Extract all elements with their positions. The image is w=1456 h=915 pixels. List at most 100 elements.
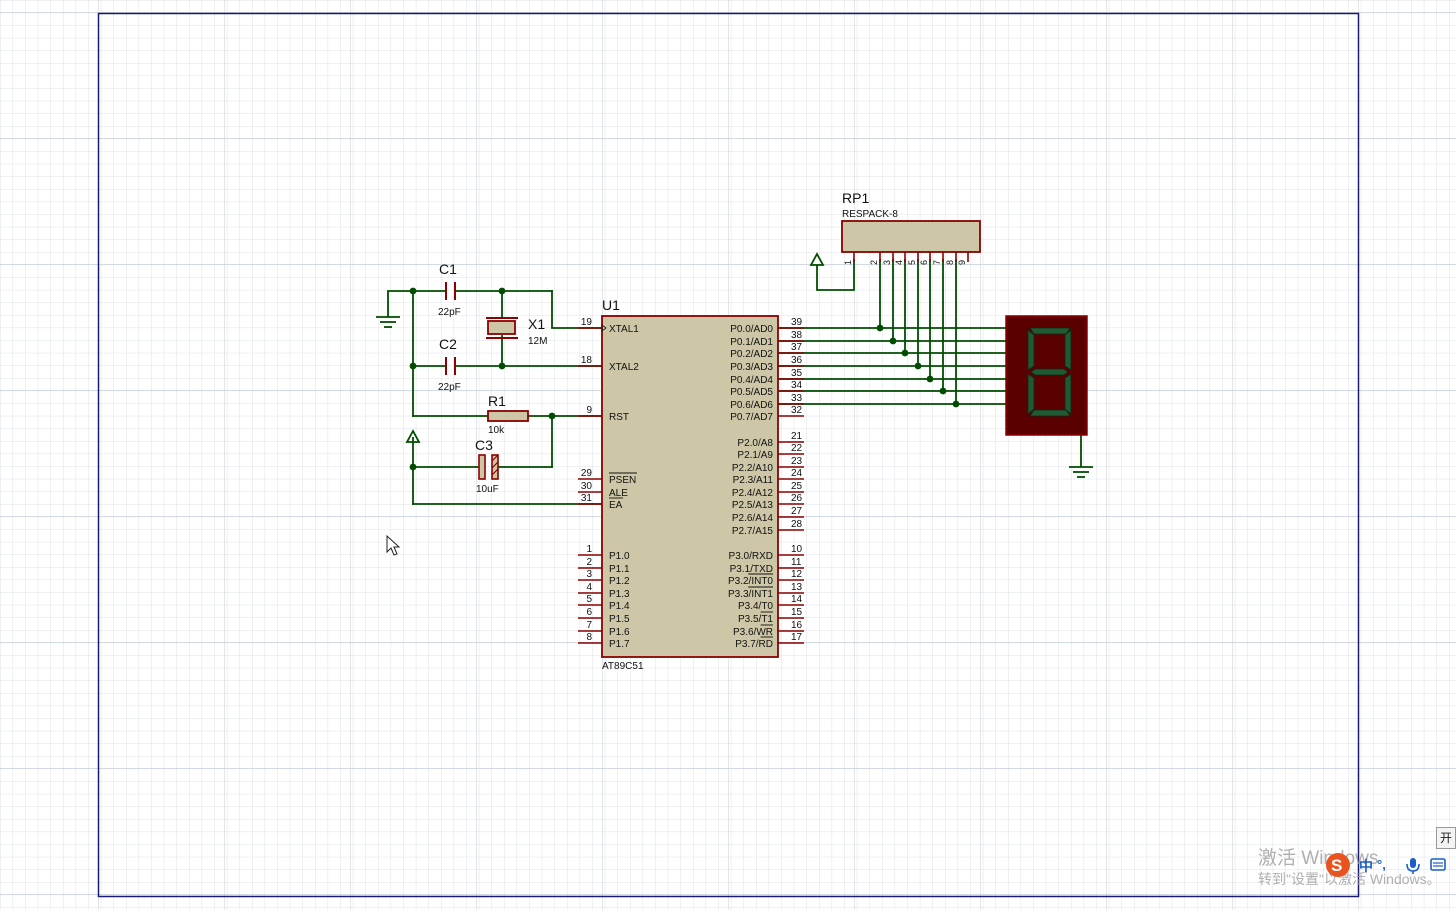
pin-number: 34	[791, 380, 803, 391]
u1-pin-p1-2[interactable]: 3P1.2	[578, 569, 630, 587]
pin-number: 5	[586, 594, 592, 605]
rp1-pin-7[interactable]: 7	[932, 252, 944, 265]
pin-number: 31	[581, 493, 593, 504]
pin-number: 5	[907, 260, 917, 265]
u1-pin-p1-3[interactable]: 4P1.3	[578, 582, 630, 600]
ime-language-label[interactable]: 中	[1359, 858, 1373, 874]
u1-pin-p1-1[interactable]: 2P1.1	[578, 557, 630, 575]
pin-number: 22	[791, 443, 803, 454]
rp1-pin-8[interactable]: 8	[945, 252, 957, 265]
ground-icon	[1069, 466, 1093, 478]
taskbar-corner-button[interactable]: 开	[1436, 827, 1456, 849]
pin-name: P3.0/RXD	[729, 551, 773, 562]
crystal-x1[interactable]: X1 12M	[486, 316, 547, 347]
pin-number: 24	[791, 468, 803, 479]
pin-name: P2.1/A9	[737, 450, 773, 461]
mouse-cursor-icon	[386, 534, 401, 556]
pin-number: 1	[843, 260, 853, 265]
rp1-pin-3[interactable]: 3	[882, 252, 894, 265]
sogou-logo-icon	[1326, 853, 1350, 877]
pin-number: 37	[791, 342, 803, 353]
u1-pin-p1-6[interactable]: 7P1.6	[578, 620, 630, 638]
resistor-r1[interactable]: R1 10k	[487, 393, 529, 436]
rp1-pin-1[interactable]: 1	[843, 252, 855, 265]
rp1-ref: RP1	[842, 190, 869, 206]
u1-pin-p1-0[interactable]: 1P1.0	[578, 544, 630, 562]
power-arrow-icon	[405, 429, 421, 443]
pin-number: 33	[791, 393, 803, 404]
pin-number: 7	[586, 620, 592, 631]
c2-ref: C2	[439, 336, 457, 352]
pin-number: 9	[586, 405, 592, 416]
capacitor-c2[interactable]: C2 22pF	[438, 336, 461, 393]
u1-part: AT89C51	[602, 661, 644, 672]
c1-ref: C1	[439, 261, 457, 277]
pin-number: 4	[586, 582, 592, 593]
pin-name: P3.6/WR	[733, 627, 773, 638]
u1-pin-p1-7[interactable]: 8P1.7	[578, 632, 630, 650]
keyboard-icon[interactable]	[1430, 858, 1446, 871]
seven-segment-digit	[1027, 327, 1072, 417]
pin-number: 12	[791, 569, 803, 580]
capacitor-c1[interactable]: C1 22pF	[438, 261, 461, 318]
u1-pin-p1-5[interactable]: 6P1.5	[578, 607, 630, 625]
u1-ref: U1	[602, 297, 620, 313]
rp1-pin-4[interactable]: 4	[894, 252, 906, 265]
ime-punct-label[interactable]: °,	[1377, 857, 1386, 872]
rp1-pin-5[interactable]: 5	[907, 252, 919, 265]
rp1-pin-2[interactable]: 2	[869, 252, 881, 265]
pin-number: 17	[791, 632, 803, 643]
pin-name: P1.6	[609, 627, 630, 638]
microphone-icon[interactable]	[1406, 858, 1420, 874]
seven-segment-display[interactable]: 8	[1005, 315, 1088, 436]
ime-toolbar[interactable]: S 中 °,	[1325, 852, 1456, 886]
rp1-pin-6[interactable]: 6	[919, 252, 931, 265]
pin-name: P1.0	[609, 551, 630, 562]
ground-icon	[376, 316, 400, 328]
pin-number: 6	[586, 607, 592, 618]
u1-pin-p1-4[interactable]: 5P1.4	[578, 594, 630, 612]
pin-number: 25	[791, 481, 803, 492]
wire-junctions	[409, 287, 960, 471]
c3-value: 10uF	[476, 484, 499, 495]
rp1-pin-9[interactable]: 9	[957, 252, 969, 265]
capacitor-c3[interactable]: C3 10uF	[475, 437, 499, 495]
r1-value: 10k	[488, 425, 505, 436]
pin-name: P2.6/A14	[732, 513, 774, 524]
pin-number: 26	[791, 493, 803, 504]
pin-name: XTAL2	[609, 362, 639, 373]
pin-number: 2	[869, 260, 879, 265]
